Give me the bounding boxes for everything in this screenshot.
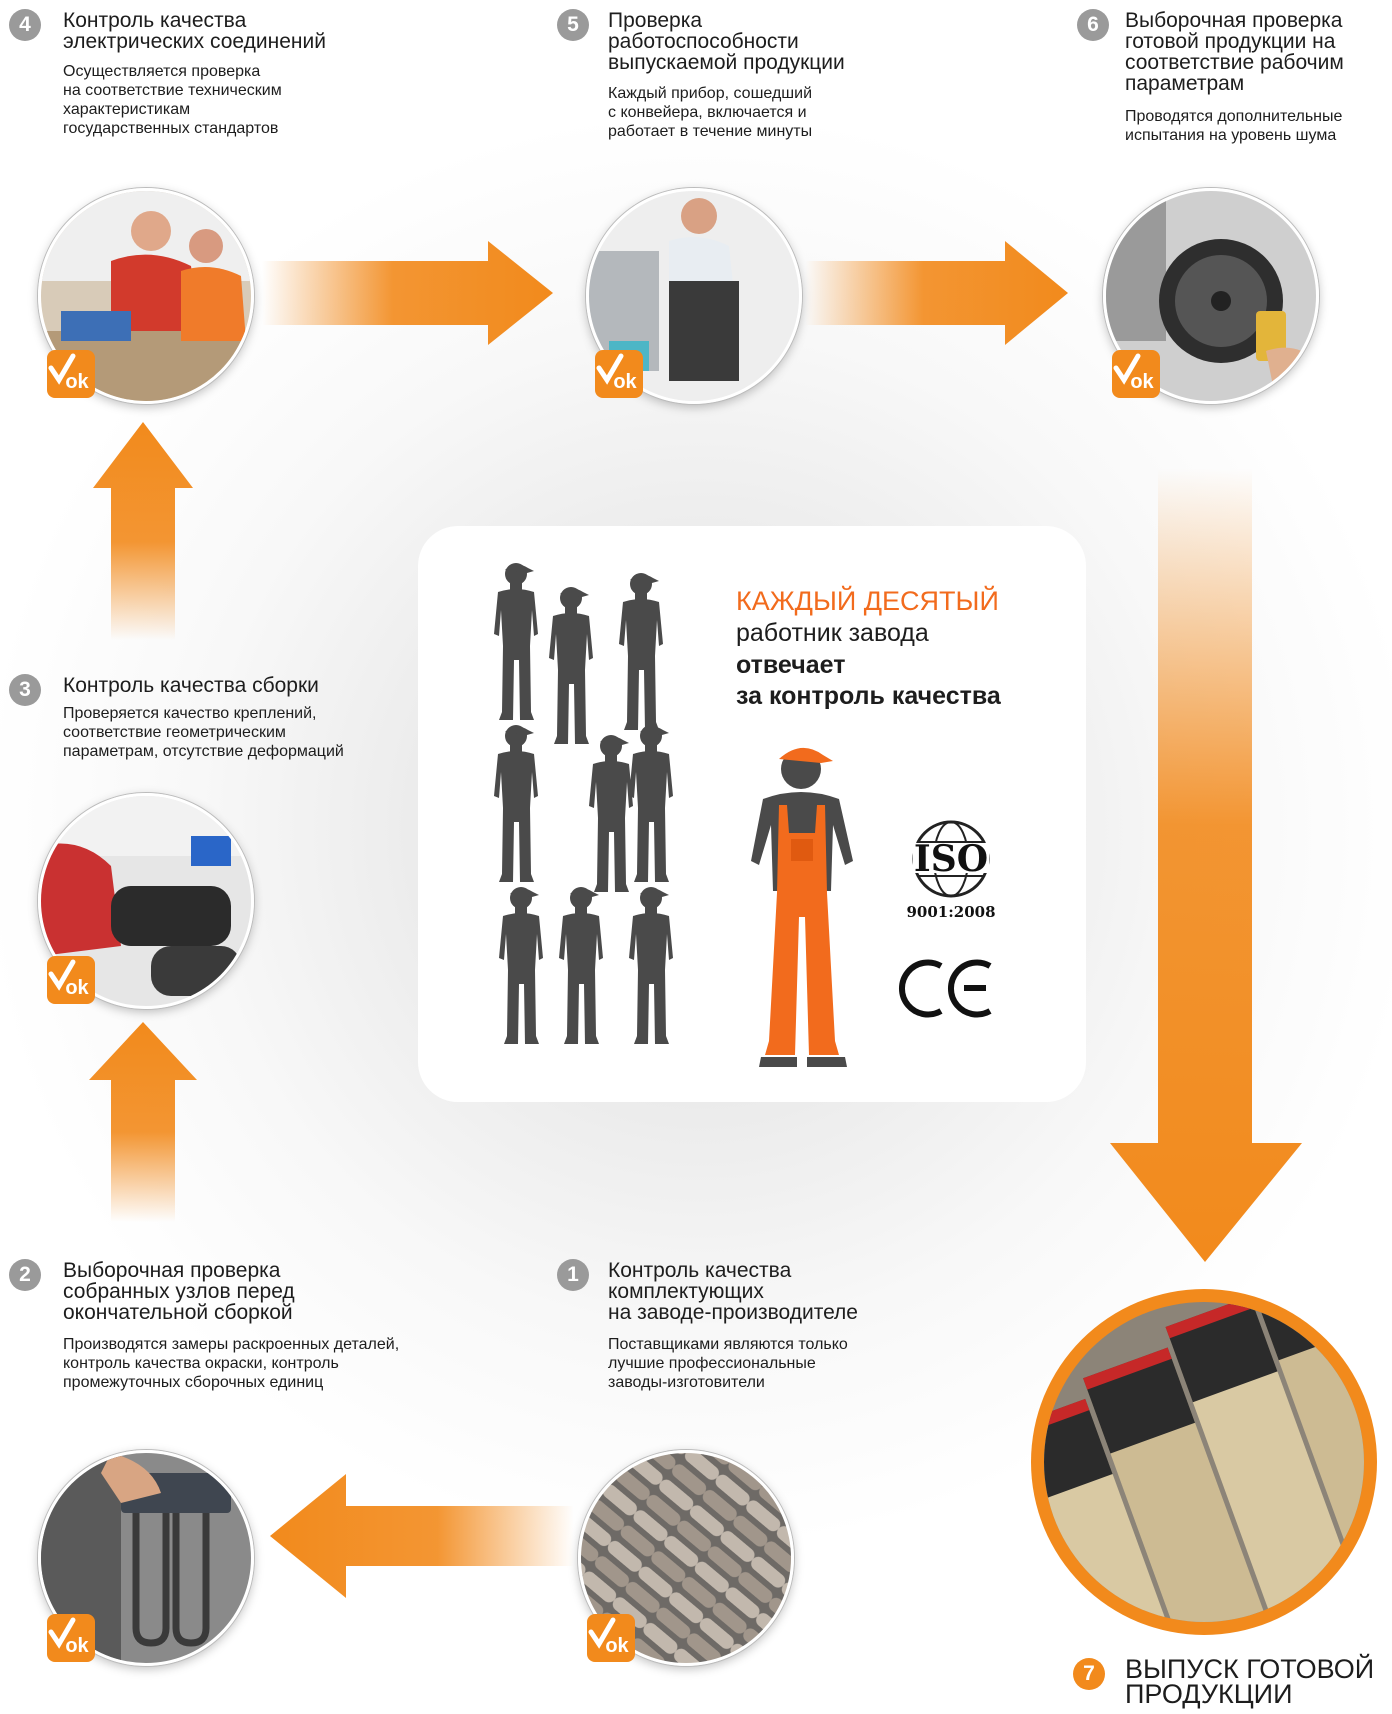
ok-label: ok <box>1130 371 1154 393</box>
ok-badge-5: ok <box>595 350 643 398</box>
ok-label: ok <box>65 1635 89 1657</box>
panel-line-4: за контроль качества <box>736 682 1001 710</box>
iso-code: 9001:2008 <box>906 903 995 921</box>
step-3-number: 3 <box>9 674 41 706</box>
grey-workers-group <box>494 563 673 1044</box>
arrow-1-to-2 <box>270 1474 574 1598</box>
arrow-3-to-4 <box>93 422 193 640</box>
ok-badge-3: ok <box>47 956 95 1004</box>
step-6-number: 6 <box>1077 9 1109 41</box>
step-4-title: Контроль качества электрических соединен… <box>63 9 326 53</box>
step-3-photo <box>38 793 254 1009</box>
ok-badge-4: ok <box>47 350 95 398</box>
step-5-number: 5 <box>557 9 589 41</box>
step-6-title: Выборочная проверка готовой продукции на… <box>1125 9 1344 95</box>
worker-figure <box>629 725 673 882</box>
panel-headline: КАЖДЫЙ ДЕСЯТЫЙ <box>736 586 999 616</box>
arrow-4-to-5 <box>262 241 553 345</box>
step-7-number: 7 <box>1073 1658 1105 1690</box>
worker-figure <box>619 573 663 730</box>
worker-figure <box>549 587 593 744</box>
checkmark-icon <box>48 353 76 385</box>
ok-label: ok <box>65 371 89 393</box>
step-2-title: Выборочная проверка собранных узлов пере… <box>63 1259 295 1324</box>
step-2-number: 2 <box>9 1259 41 1291</box>
worker-figure <box>494 725 538 882</box>
arrow-6-to-7 <box>1110 468 1302 1262</box>
panel-line-2: работник завода <box>736 619 929 647</box>
worker-figure <box>589 735 633 892</box>
ok-badge-1: ok <box>587 1614 635 1662</box>
checkmark-icon <box>1113 353 1141 385</box>
step-5-title: Проверка работоспособности выпускаемой п… <box>608 9 845 74</box>
arrow-5-to-6 <box>805 241 1068 345</box>
iso-label: ISO <box>914 838 988 880</box>
ok-label: ok <box>613 371 637 393</box>
step-3-description: Проверяется качество креплений, соответс… <box>63 705 344 760</box>
step-6-description: Проводятся дополнительные испытания на у… <box>1125 108 1343 144</box>
worker-figure <box>499 887 543 1044</box>
step-4-number: 4 <box>9 9 41 41</box>
arrow-2-to-3 <box>89 1022 197 1222</box>
checkmark-icon <box>48 959 76 991</box>
ok-label: ok <box>65 977 89 999</box>
step-1-number: 1 <box>557 1259 589 1291</box>
worker-figure <box>629 887 673 1044</box>
final-photo <box>1031 1289 1377 1635</box>
checkmark-icon <box>48 1617 76 1649</box>
quality-panel: ISO 9001:2008 <box>418 526 1086 1102</box>
worker-figure <box>494 563 538 720</box>
checkmark-icon <box>588 1617 616 1649</box>
checkmark-icon <box>596 353 624 385</box>
assembly-line-worker-image <box>41 796 251 1006</box>
iso-badge: ISO 9001:2008 <box>906 820 996 921</box>
worker-figure <box>559 887 603 1044</box>
step-5-description: Каждый прибор, сошедший с конвейера, вкл… <box>608 85 813 140</box>
ok-badge-2: ok <box>47 1614 95 1662</box>
packed-boxes-image <box>1044 1302 1364 1622</box>
release-title: ВЫПУСК ГОТОВОЙ ПРОДУКЦИИ <box>1125 1654 1375 1709</box>
step-4-description: Осуществляется проверка на соответствие … <box>63 63 282 137</box>
step-1-description: Поставщиками являются только лучшие проф… <box>608 1336 848 1391</box>
panel-line-3: отвечает <box>736 651 846 679</box>
ce-mark <box>898 959 992 1018</box>
step-2-description: Производятся замеры раскроенных деталей,… <box>63 1336 400 1391</box>
step-1-title: Контроль качества комплектующих на завод… <box>608 1259 858 1324</box>
workers-illustration: ISO 9001:2008 <box>494 563 996 1067</box>
orange-worker-figure <box>751 747 853 1067</box>
ok-label: ok <box>605 1635 629 1657</box>
step-3-title: Контроль качества сборки <box>63 674 319 697</box>
ok-badge-6: ok <box>1112 350 1160 398</box>
